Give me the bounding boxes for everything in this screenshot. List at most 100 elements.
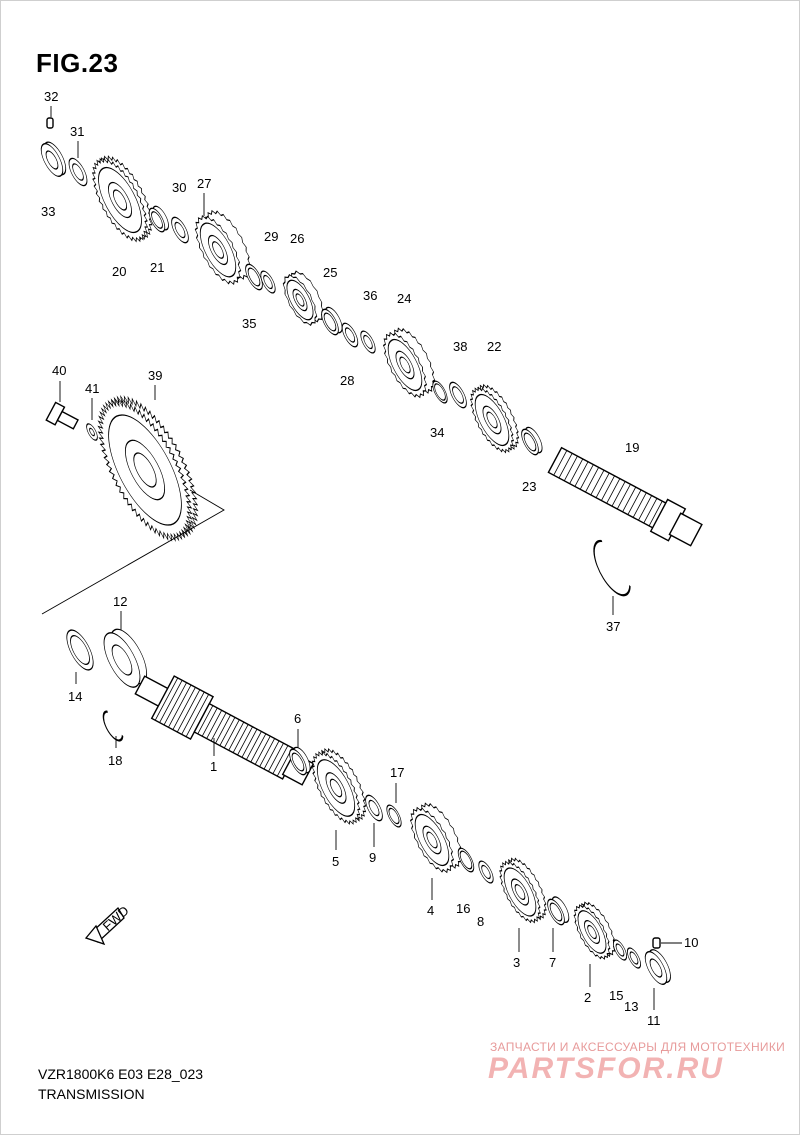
part-25-bushing xyxy=(321,306,343,336)
part-1-spline-groove xyxy=(237,726,253,756)
part-1-pinion-tooth xyxy=(185,694,210,737)
part-41-washer xyxy=(86,423,98,441)
part-29-washer-inner xyxy=(263,274,273,290)
part-27-gear-bore xyxy=(212,241,224,259)
part-label-32: 32 xyxy=(44,89,58,104)
part-label-34: 34 xyxy=(430,425,444,440)
parts-artwork xyxy=(40,117,703,985)
part-40-bolt xyxy=(45,401,79,430)
part-18-clip-arc xyxy=(102,710,124,742)
part-label-11: 11 xyxy=(647,1013,661,1028)
part-34-clip xyxy=(432,380,448,404)
part-9-washer xyxy=(365,794,383,822)
part-38-washer xyxy=(449,381,467,409)
part-label-22: 22 xyxy=(487,339,501,354)
part-6-bushing xyxy=(289,746,311,776)
part-label-17: 17 xyxy=(390,765,404,780)
part-35-ring xyxy=(245,263,263,291)
part-label-37: 37 xyxy=(606,619,620,634)
part-label-23: 23 xyxy=(522,479,536,494)
part-label-26: 26 xyxy=(290,231,304,246)
leader-bracket xyxy=(41,489,225,615)
part-30-washer xyxy=(171,216,189,244)
part-33-bearing xyxy=(40,141,67,177)
part-1-spline-groove xyxy=(223,719,240,749)
part-label-16: 16 xyxy=(456,901,470,916)
part-12-bearing xyxy=(103,628,148,688)
part-1-spline-groove xyxy=(232,724,249,753)
part-10-pin xyxy=(652,937,661,949)
part-8-washer xyxy=(478,860,494,884)
part-11-bearing-inner xyxy=(649,958,663,978)
part-30-washer-inner xyxy=(174,221,186,239)
part-label-13: 13 xyxy=(624,999,638,1014)
part-1-spline-groove xyxy=(259,738,276,767)
part-11-bearing xyxy=(644,949,671,985)
figure-title: FIG.23 xyxy=(36,48,119,78)
part-2-gear-bore xyxy=(587,924,597,940)
part-31-washer xyxy=(68,157,88,187)
part-24-gear-bore xyxy=(399,356,411,374)
part-1-spline-groove xyxy=(215,714,231,744)
part-19-spline-groove xyxy=(632,492,647,518)
part-8-washer-inner xyxy=(481,864,491,880)
part-27-gear xyxy=(194,209,251,286)
part-label-21: 21 xyxy=(150,260,164,275)
watermark-tagline: ЗАПЧАСТИ И АКСЕССУАРЫ ДЛЯ МОТОТЕХНИКИ xyxy=(490,1040,786,1054)
part-31-washer-inner xyxy=(72,163,84,181)
part-33-bearing-inner xyxy=(45,150,59,170)
part-1-spline-groove xyxy=(250,733,267,763)
part-26-gear xyxy=(282,270,324,327)
fwd-arrow: FWD xyxy=(84,903,132,946)
part-1-spline-groove xyxy=(268,742,284,772)
part-12-bearing-inner xyxy=(111,644,133,676)
part-19-spline-groove xyxy=(627,489,642,515)
part-24-gear xyxy=(382,327,436,399)
part-label-12: 12 xyxy=(113,594,127,609)
part-26-gear-bore xyxy=(295,293,305,307)
part-1-pinion-tooth xyxy=(176,689,201,733)
part-4-gear xyxy=(409,802,463,874)
part-label-39: 39 xyxy=(148,368,162,383)
part-35-ring-inner xyxy=(247,267,261,287)
part-19-spline-groove xyxy=(553,450,568,476)
part-19-spline-groove xyxy=(574,461,589,487)
part-20-gear-bore xyxy=(112,189,128,211)
part-19-end xyxy=(668,512,703,547)
part-1-pinion-tooth xyxy=(181,691,205,735)
part-1-pinion-tooth xyxy=(172,687,196,730)
part-19-spline-groove xyxy=(622,486,637,512)
part-1-pinion-tooth xyxy=(168,684,192,728)
part-4-gear-bore xyxy=(426,831,438,849)
part-19-spline-groove xyxy=(616,484,631,510)
part-19-spline-groove xyxy=(558,453,573,479)
part-label-20: 20 xyxy=(112,264,126,279)
part-15-washer-inner xyxy=(615,943,625,957)
part-label-10: 10 xyxy=(684,935,698,950)
part-19-spline-groove xyxy=(579,464,594,490)
part-1-spline-groove xyxy=(272,745,289,774)
part-label-18: 18 xyxy=(108,753,122,768)
part-28-washer-inner xyxy=(344,327,356,343)
part-label-33: 33 xyxy=(41,204,55,219)
part-39-gear xyxy=(97,394,199,542)
part-1-spline-groove xyxy=(263,740,280,770)
part-16-clip xyxy=(457,847,475,873)
part-28-washer xyxy=(341,322,359,348)
part-label-24: 24 xyxy=(397,291,411,306)
model-code: VZR1800K6 E03 E28_023 xyxy=(38,1066,204,1082)
part-16-clip-inner xyxy=(459,850,473,870)
part-34-clip-inner xyxy=(434,383,446,401)
part-label-36: 36 xyxy=(363,288,377,303)
part-label-4: 4 xyxy=(427,903,434,918)
part-label-14: 14 xyxy=(68,689,82,704)
part-label-15: 15 xyxy=(609,988,623,1003)
part-20-gear xyxy=(91,155,153,243)
part-1-spline-groove xyxy=(254,735,271,765)
part-14-washer-inner xyxy=(70,635,90,665)
part-39-gear-bore xyxy=(133,452,157,488)
part-label-29: 29 xyxy=(264,229,278,244)
part-1-spline-groove xyxy=(197,705,214,735)
part-14-washer xyxy=(66,629,94,671)
